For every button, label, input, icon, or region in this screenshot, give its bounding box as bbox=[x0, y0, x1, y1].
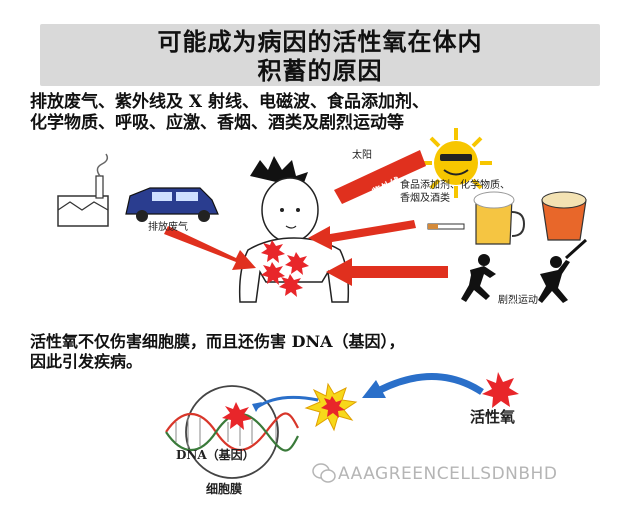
beer-icon bbox=[473, 191, 526, 245]
uv-ray bbox=[334, 150, 426, 204]
membrane-explosion-icon bbox=[304, 382, 358, 432]
ros-arrow bbox=[378, 373, 484, 395]
chest-bursts bbox=[261, 240, 309, 297]
sun-label: 太阳 bbox=[352, 150, 372, 161]
car-icon bbox=[125, 187, 219, 222]
dna-label: DNA（基因） bbox=[176, 448, 255, 462]
wechat-icon bbox=[312, 463, 336, 483]
causes-line-2: 化学物质、呼吸、应激、香烟、酒类及剧烈运动等 bbox=[30, 113, 404, 133]
sun-icon bbox=[420, 128, 492, 198]
title-banner: 可能成为病因的活性氧在体内 积蓄的原因 bbox=[40, 24, 600, 86]
statement-line-1: 活性氧不仅伤害细胞膜，而且还伤害 DNA（基因）， bbox=[30, 332, 405, 351]
ros-label: 活性氧 bbox=[470, 408, 516, 426]
title-line-1: 可能成为病因的活性氧在体内 bbox=[157, 27, 483, 56]
exhaust-label: 排放废气 bbox=[148, 222, 188, 233]
membrane-label: 细胞膜 bbox=[206, 482, 243, 496]
factory-icon bbox=[57, 153, 109, 227]
ros-burst-icon bbox=[482, 372, 519, 408]
statement-line-2: 因此引发疾病。 bbox=[30, 352, 143, 371]
food-label-2: 香烟及酒类 bbox=[400, 193, 450, 204]
food-label-1: 食品添加剂、化学物质、 bbox=[400, 180, 510, 191]
athletes-icon bbox=[461, 238, 588, 303]
exercise-label: 剧烈运动 bbox=[498, 295, 538, 306]
dna-burst-icon bbox=[222, 402, 252, 430]
cell-membrane-circle bbox=[185, 385, 279, 479]
cause-arrows bbox=[164, 220, 448, 286]
title-line-2: 积蓄的原因 bbox=[257, 56, 383, 85]
causes-line-1: 排放废气、紫外线及 X 射线、电磁波、食品添加剂、 bbox=[30, 92, 430, 112]
snack-cup-icon bbox=[541, 191, 587, 241]
watermark-text: AAAGREENCELLSDNBHD bbox=[338, 464, 558, 484]
